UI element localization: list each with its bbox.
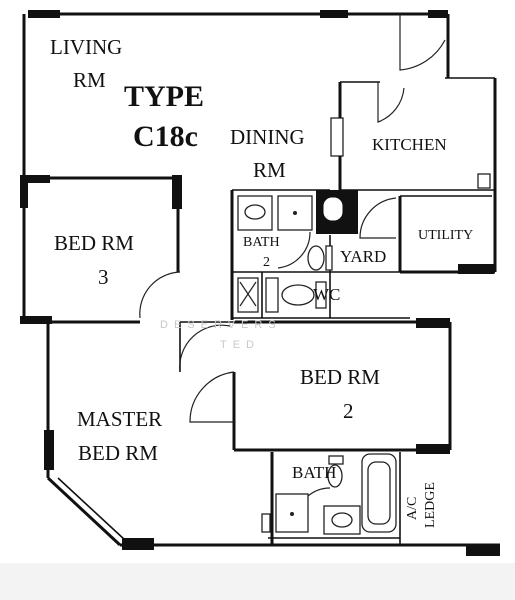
bed3-label-1: BED RM bbox=[54, 231, 134, 255]
bath2-label-2: 2 bbox=[263, 255, 270, 270]
living-label-2: RM bbox=[73, 68, 106, 92]
watermark-line2: TED bbox=[220, 339, 260, 351]
watermark-line1: DESERVERS bbox=[160, 319, 282, 331]
type-line2: C18c bbox=[133, 120, 198, 153]
bath-label: BATH bbox=[292, 463, 336, 482]
utility-label: UTILITY bbox=[418, 228, 473, 243]
dining-label-2: RM bbox=[253, 158, 286, 182]
fixtures bbox=[237, 195, 397, 535]
type-line1: TYPE bbox=[124, 80, 204, 113]
ac-ledge-label-1: A/C bbox=[405, 497, 420, 520]
bath2-label-1: BATH bbox=[243, 235, 280, 250]
master-label-1: MASTER bbox=[77, 407, 162, 431]
bottom-margin bbox=[0, 563, 515, 600]
room-labels: TYPE C18c LIVING RM DINING RM KITCHEN BE… bbox=[50, 35, 473, 528]
master-label-2: BED RM bbox=[78, 441, 158, 465]
living-label-1: LIVING bbox=[50, 35, 122, 59]
walls bbox=[20, 10, 500, 556]
ac-ledge-label-2: LEDGE bbox=[423, 482, 438, 528]
kitchen-label: KITCHEN bbox=[372, 135, 447, 154]
wc-label: WC bbox=[313, 285, 340, 304]
bed3-label-2: 3 bbox=[98, 265, 109, 289]
bed2-label-1: BED RM bbox=[300, 365, 380, 389]
yard-label: YARD bbox=[340, 247, 386, 266]
dining-label-1: DINING bbox=[230, 125, 305, 149]
bed2-label-2: 2 bbox=[343, 399, 354, 423]
